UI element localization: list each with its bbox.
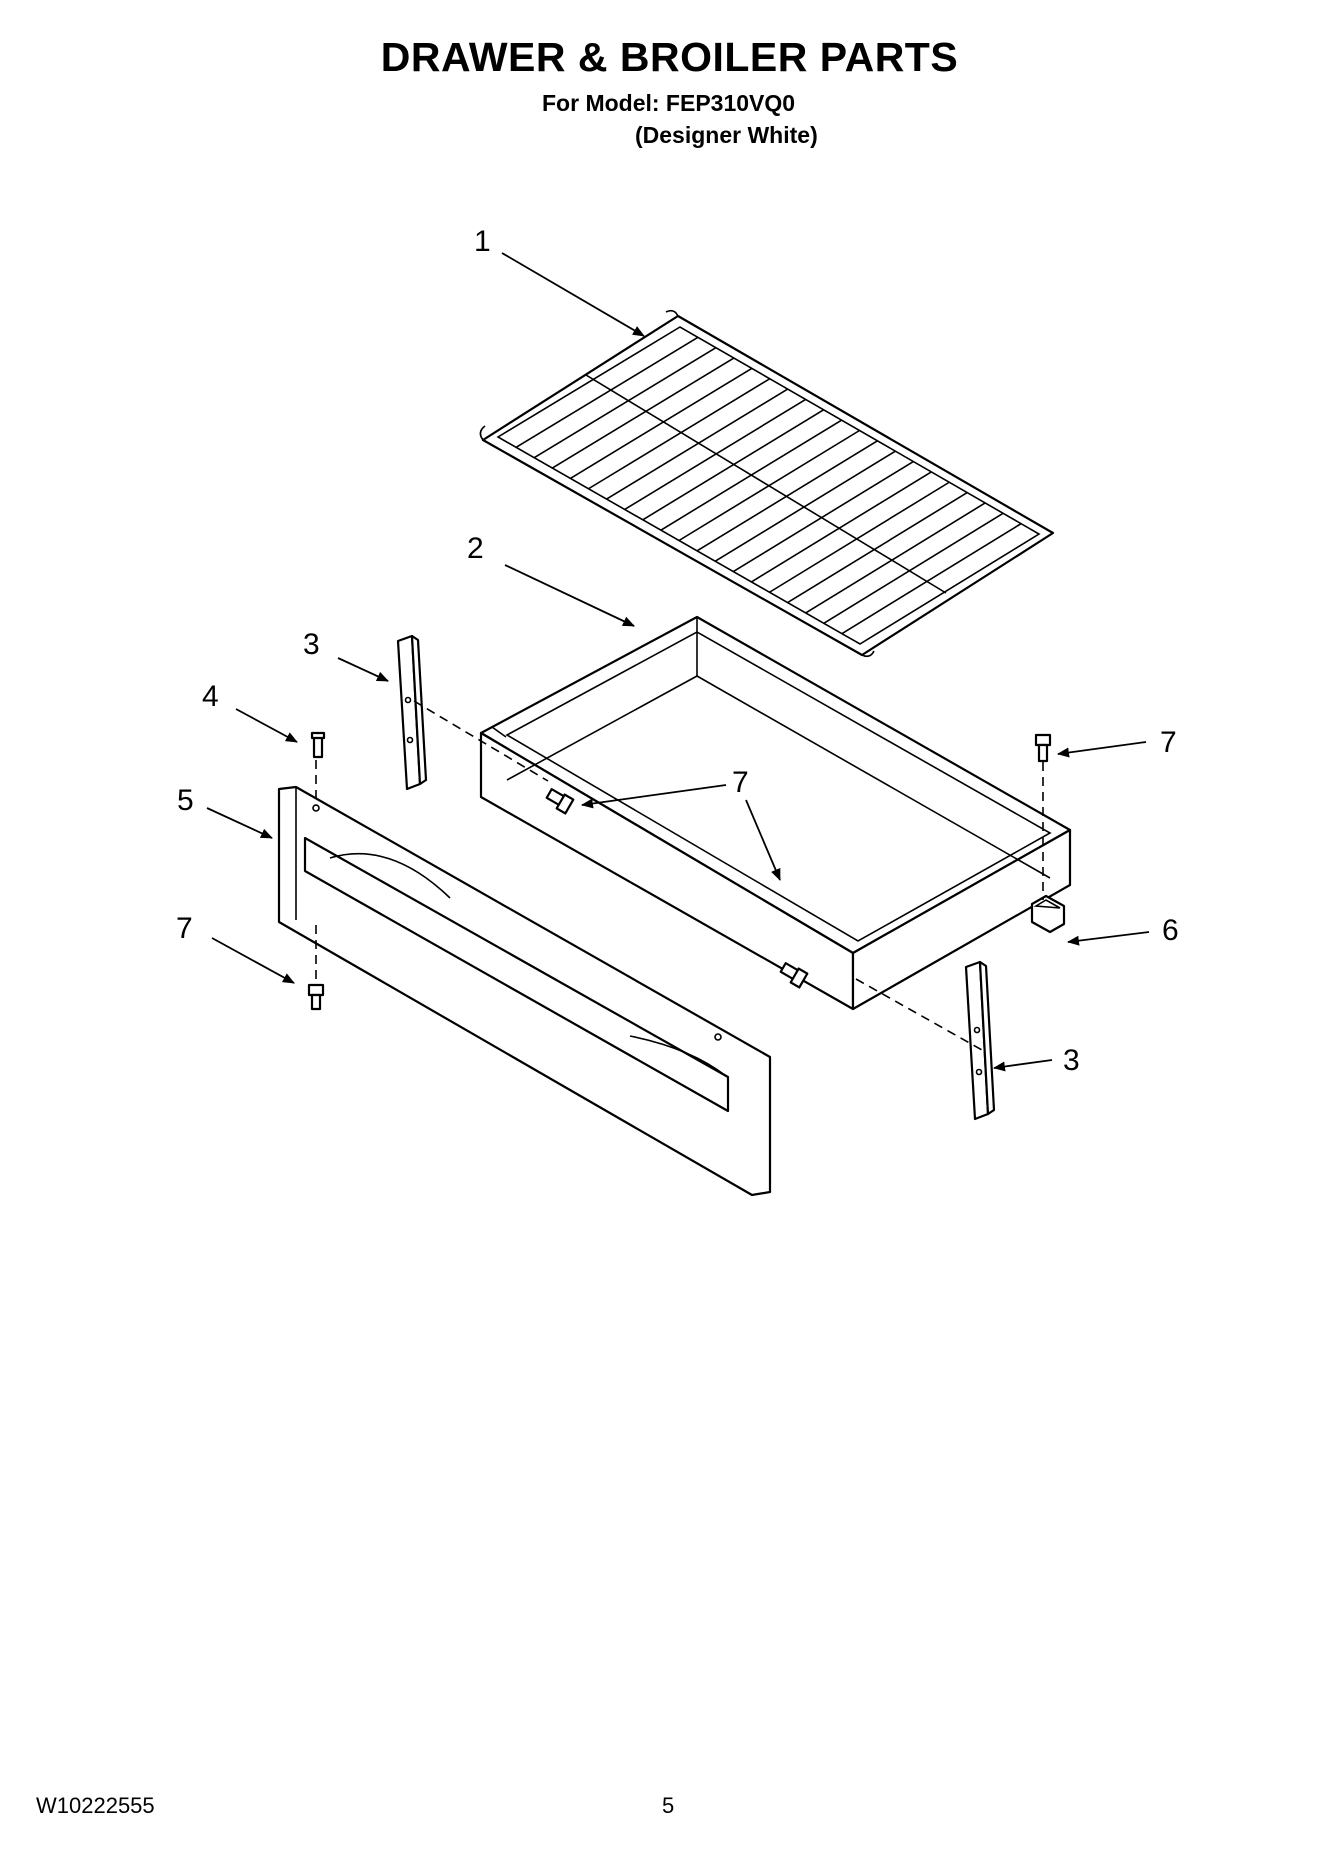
rack-wire	[750, 471, 932, 583]
rack-wire	[787, 491, 968, 604]
screw-drawer-left	[545, 788, 575, 815]
drawer-slide-left	[396, 634, 428, 791]
rack-wire	[551, 357, 735, 469]
rack-wire	[606, 388, 789, 500]
callout-1: 1	[474, 225, 491, 258]
rack-wire	[678, 429, 860, 542]
screw-clip-top	[1034, 733, 1052, 763]
rack-wire	[642, 409, 825, 521]
rack-wire	[569, 367, 753, 480]
rack-wire	[696, 440, 878, 552]
rack-wire	[588, 378, 771, 490]
page-title: DRAWER & BROILER PARTS	[380, 34, 959, 80]
model-color: (Designer White)	[635, 122, 818, 148]
rack-wire	[660, 419, 842, 531]
rack-wire	[823, 512, 1004, 624]
rack-wire	[624, 398, 807, 511]
callout-6: 6	[1162, 914, 1179, 947]
document-number: W10222555	[36, 1793, 155, 1818]
callout-3a: 3	[303, 628, 320, 661]
broiler-rack	[479, 309, 1055, 658]
screw-panel-bottom	[307, 983, 325, 1011]
screw-drawer-right	[779, 962, 809, 989]
rack-wire	[533, 347, 717, 459]
rack-wire	[841, 522, 1022, 635]
callout-7a: 7	[1160, 726, 1177, 759]
page-number: 5	[662, 1793, 675, 1818]
rack-wire	[769, 481, 950, 593]
rack-wire	[732, 460, 914, 573]
rack-wire	[714, 450, 896, 562]
rack-wire	[805, 502, 986, 614]
callout-4: 4	[202, 680, 219, 713]
callout-3b: 3	[1063, 1044, 1080, 1077]
callout-7b: 7	[732, 766, 749, 799]
callout-2: 2	[467, 532, 484, 565]
drawer-slide-right	[964, 960, 996, 1121]
drawer-clip	[1030, 894, 1066, 934]
model-number: For Model: FEP310VQ0	[542, 90, 796, 116]
drawer-stud	[310, 731, 326, 759]
broiler-drawer-pan	[479, 615, 1072, 1011]
rack-wire	[515, 336, 699, 449]
drawer-front-panel	[277, 785, 772, 1197]
callout-5: 5	[177, 784, 194, 817]
callout-7c: 7	[176, 912, 193, 945]
